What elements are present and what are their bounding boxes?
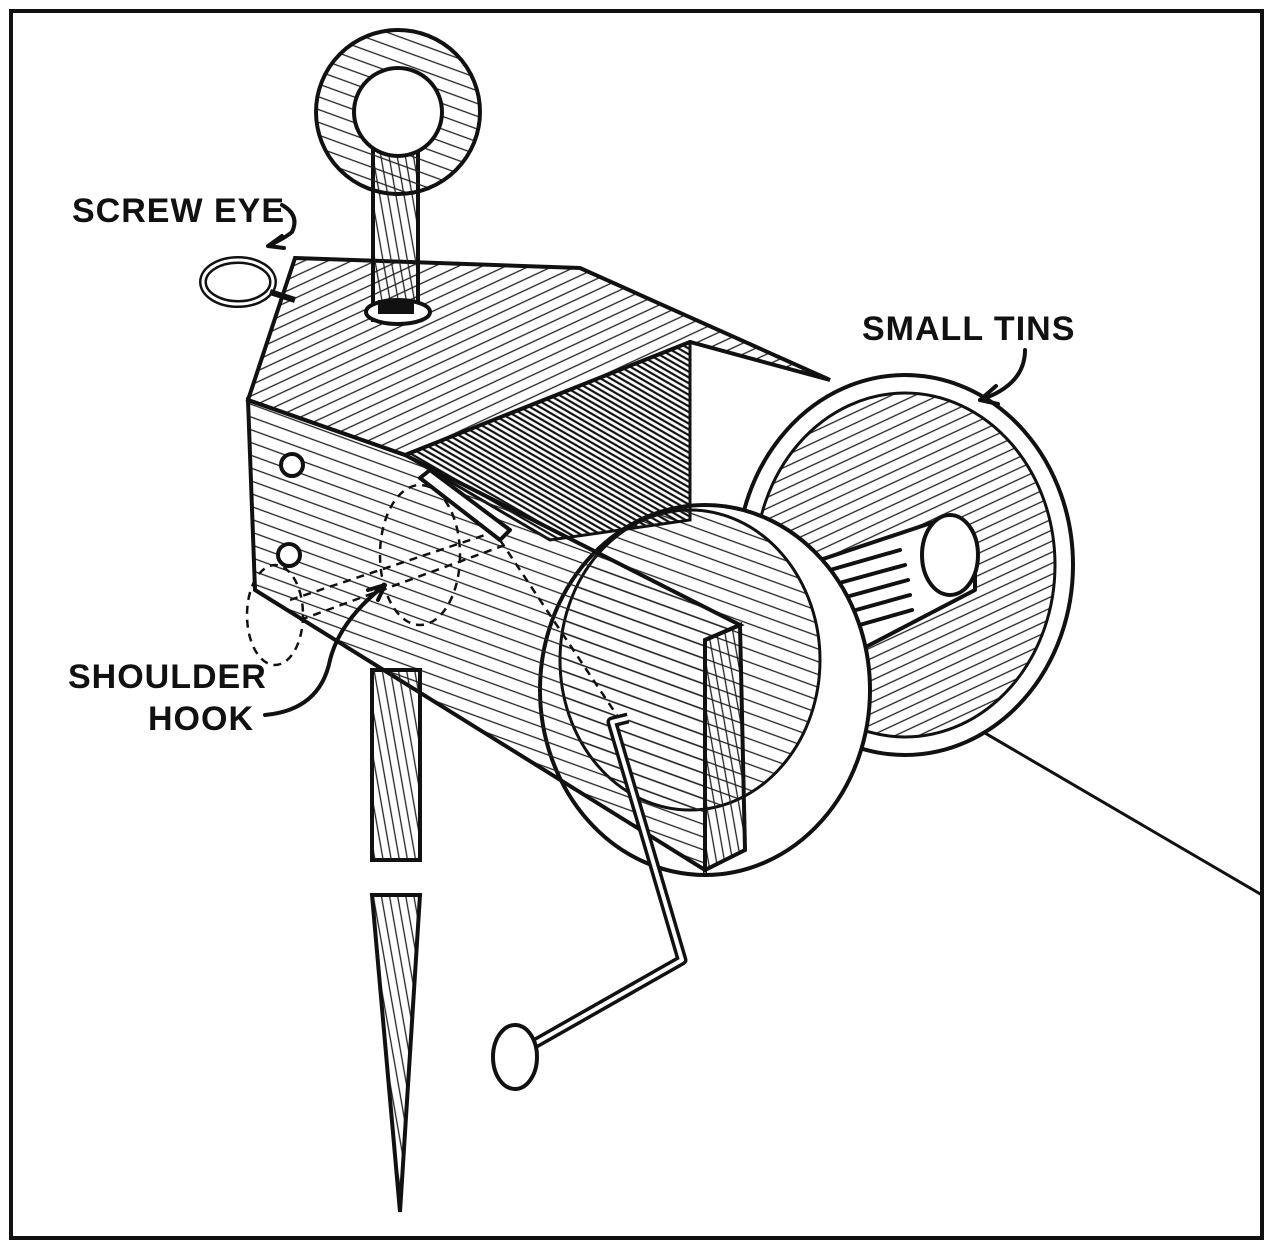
hidden-hole [245, 563, 305, 667]
hidden-lines [289, 528, 622, 721]
label-small-tins: SMALL TINS [862, 310, 1075, 348]
box-board-end [703, 621, 748, 874]
screw-head [276, 542, 302, 568]
label-screw-eye: SCREW EYE [72, 192, 285, 230]
frame-border [9, 9, 1264, 1240]
crank-handle [491, 712, 688, 1091]
spike [369, 668, 423, 1213]
arrow-shoulder-hook [263, 583, 387, 717]
hidden-hole [378, 483, 462, 627]
slot [418, 468, 512, 542]
arrow-small-tins [978, 348, 1027, 406]
eye-bolt [314, 28, 482, 326]
label-hook: HOOK [148, 700, 254, 738]
screw-head [279, 452, 305, 478]
crank-knob [491, 1023, 539, 1091]
screw-eye [199, 256, 296, 308]
arrow-screw-eye [266, 203, 297, 250]
label-shoulder: SHOULDER [68, 658, 267, 696]
